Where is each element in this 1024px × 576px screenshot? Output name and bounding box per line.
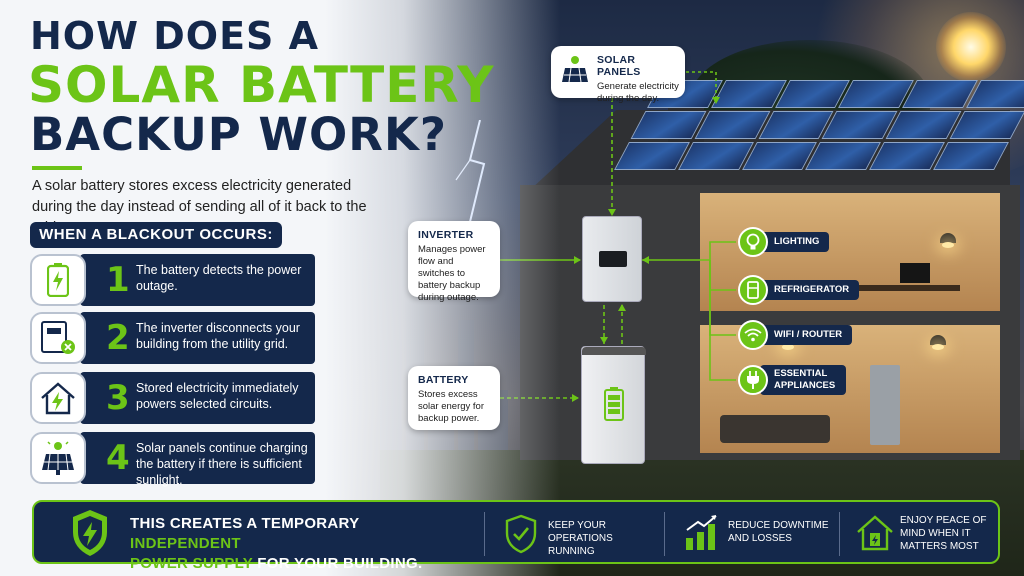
wifi-icon xyxy=(738,320,768,350)
shield-bolt-icon xyxy=(73,510,107,556)
inverter-disconnect-icon xyxy=(30,312,86,364)
title-divider xyxy=(32,166,82,170)
callout-title: BATTERY xyxy=(418,374,469,386)
blackout-step: 3 Stored electricity immediately powers … xyxy=(30,372,315,424)
blackout-step: 4 Solar panels continue charging the bat… xyxy=(30,432,315,487)
plug-icon xyxy=(738,365,768,395)
title-line-1: HOW DOES A xyxy=(30,14,320,58)
circuit-label: WIFI / ROUTER xyxy=(760,325,853,345)
step-text: The battery detects the power outage. xyxy=(136,263,302,293)
shield-check-icon xyxy=(505,514,537,554)
inverter-callout: INVERTER Manages power flow and switches… xyxy=(408,221,500,303)
circuit-label: REFRIGERATOR xyxy=(760,280,860,300)
blackout-step: 2 The inverter disconnects your building… xyxy=(30,312,315,364)
inverter-display xyxy=(599,251,627,267)
step-text: Solar panels continue charging the batte… xyxy=(136,441,308,487)
home-battery-icon xyxy=(857,515,893,551)
title-line-2: SOLAR BATTERY xyxy=(28,56,495,114)
benefit-text: ENJOY PEACE OF MIND WHEN IT MATTERS MOST xyxy=(900,515,987,552)
benefit-text: REDUCE DOWNTIME AND LOSSES xyxy=(728,520,829,544)
callout-text: Manages power flow and switches to batte… xyxy=(418,244,486,303)
blackout-heading: WHEN A BLACKOUT OCCURS: xyxy=(30,222,282,248)
lightbulb-icon xyxy=(738,227,768,257)
desk xyxy=(850,285,960,291)
inverter-unit xyxy=(582,216,642,302)
callout-title: INVERTER xyxy=(418,229,474,241)
callout-text: Generate electricity during the day. xyxy=(597,81,679,104)
callout-text: Stores excess solar energy for backup po… xyxy=(418,389,485,424)
banner-title: THIS CREATES A TEMPORARY INDEPENDENT POW… xyxy=(130,515,423,572)
sun-icon xyxy=(936,12,1006,82)
bar-growth-icon xyxy=(686,515,717,550)
ceiling-lamp-icon xyxy=(930,335,946,350)
solar-panels-callout: SOLAR PANELS Generate electricity during… xyxy=(551,46,685,104)
circuit-label: LIGHTING xyxy=(760,232,830,252)
fridge xyxy=(870,365,900,445)
solar-panel-icon xyxy=(30,432,86,484)
battery-unit xyxy=(581,346,646,464)
blackout-step: 1 The battery detects the power outage. xyxy=(30,254,315,306)
sofa xyxy=(720,415,830,443)
circuit-label: ESSENTIAL APPLIANCES xyxy=(760,365,846,395)
battery-icon xyxy=(30,254,86,306)
benefit-text: KEEP YOUR OPERATIONS RUNNING xyxy=(548,520,613,557)
step-text: The inverter disconnects your building f… xyxy=(136,321,300,351)
step-number: 3 xyxy=(106,378,130,418)
house-bolt-icon xyxy=(30,372,86,424)
bottom-banner: THIS CREATES A TEMPORARY INDEPENDENT POW… xyxy=(32,500,1000,572)
solar-panel-icon xyxy=(562,56,588,83)
step-number: 4 xyxy=(106,438,130,478)
step-text: Stored electricity immediately powers se… xyxy=(136,381,299,411)
battery-level-icon xyxy=(604,387,624,421)
step-number: 2 xyxy=(106,318,130,358)
title-line-3: BACKUP WORK? xyxy=(30,108,447,161)
step-number: 1 xyxy=(106,260,130,300)
refrigerator-icon xyxy=(738,275,768,305)
battery-callout: BATTERY Stores excess solar energy for b… xyxy=(408,366,500,430)
monitor xyxy=(900,263,930,283)
callout-title: SOLAR PANELS xyxy=(597,54,641,78)
ceiling-lamp-icon xyxy=(940,233,956,248)
